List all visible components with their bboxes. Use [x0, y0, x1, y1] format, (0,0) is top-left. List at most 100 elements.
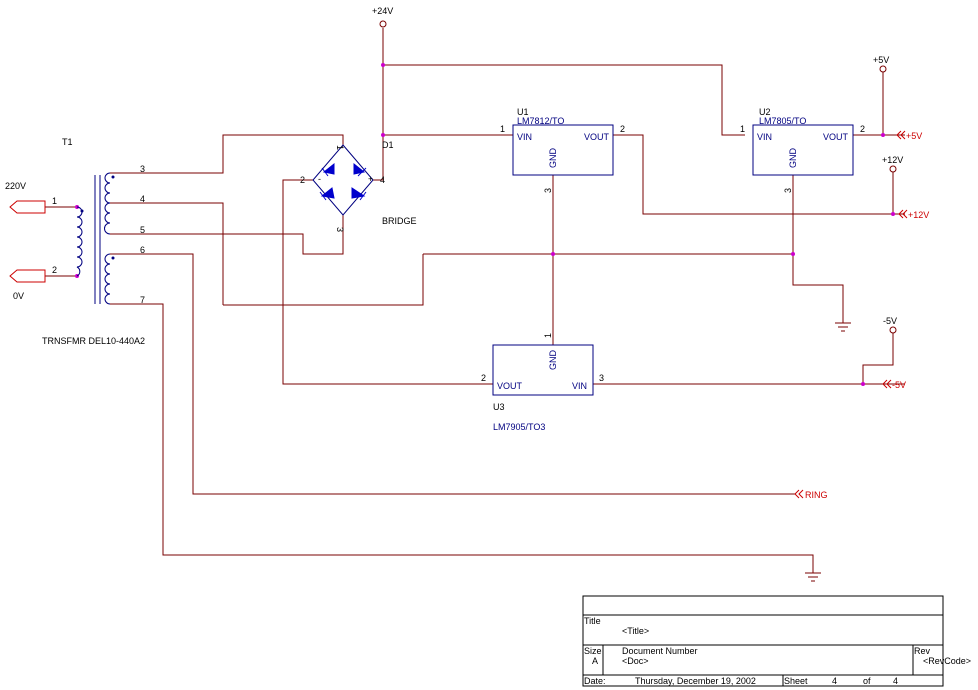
power-terminal-icon: [879, 65, 887, 73]
pin-number: 1: [335, 145, 345, 150]
junction-dot: [881, 133, 885, 137]
input-connectors: 220V 0V: [5, 181, 46, 301]
pin-number: 1: [740, 124, 745, 134]
bridge-minus: -: [318, 174, 321, 184]
pin-label-gnd: GND: [548, 148, 558, 169]
sheet-number: 4: [832, 676, 837, 686]
port-label: RING: [805, 490, 828, 500]
line-input-label: 220V: [5, 181, 26, 191]
pin-number: 7: [140, 295, 145, 305]
transformer-part: TRNSFMR DEL10-440A2: [42, 336, 145, 346]
diode-icon: [320, 187, 335, 199]
junction-dot: [381, 63, 385, 67]
diode-bar: [359, 191, 367, 201]
pin-label-vin: VIN: [572, 381, 587, 391]
pin-number: 2: [300, 175, 305, 185]
power-symbols: +24V +5V +12V -5V: [372, 6, 903, 334]
regulator-body: [492, 344, 594, 396]
sheet-total: 4: [893, 676, 898, 686]
rev-label: Rev: [914, 646, 931, 656]
pin-number: 2: [860, 124, 865, 134]
regulator-ref: U1: [517, 107, 529, 117]
pin-number: 3: [140, 164, 145, 174]
size-label: Size: [584, 646, 602, 656]
junction-dot: [891, 212, 895, 216]
junction-dot: [861, 382, 865, 386]
pin-label-gnd: GND: [788, 148, 798, 169]
regulator-part: LM7805/TO: [759, 116, 806, 126]
bridge-outline: [312, 144, 374, 216]
neutral-input-label: 0V: [13, 291, 24, 301]
diode-icon: [353, 162, 366, 175]
title-label: Title: [584, 616, 601, 626]
pin-number: 3: [599, 373, 604, 383]
power-terminal-icon: [889, 326, 897, 334]
diode-icon: [322, 162, 335, 175]
line-input-connector[interactable]: [9, 200, 46, 214]
title-value: <Title>: [622, 626, 649, 636]
regulator-part: LM7812/TO: [517, 116, 564, 126]
transformer-t1[interactable]: T1 TRNSFMR DEL10-440A2 1 2 3 4 5 6 7: [42, 137, 145, 346]
pin-number: 1: [52, 196, 57, 206]
junction-dot: [551, 252, 555, 256]
ground-icon: [835, 322, 851, 332]
ground-symbols: [805, 322, 851, 582]
power-label-24v: +24V: [372, 6, 393, 16]
regulator-u2[interactable]: U2 LM7805/TO VIN VOUT GND 1 2 3: [740, 107, 865, 193]
primary-coil: [76, 206, 83, 277]
secondary-coil-a: [104, 172, 111, 235]
power-label-5v: +5V: [873, 55, 889, 65]
bridge-ref: D1: [382, 140, 394, 150]
doc-value: <Doc>: [622, 656, 649, 666]
transformer-ref: T1: [62, 137, 73, 147]
pin-number: 2: [52, 265, 57, 275]
regulator-body: [752, 124, 854, 176]
size-value: A: [592, 656, 598, 666]
date-value: Thursday, December 19, 2002: [635, 676, 756, 686]
sheet-of-label: of: [863, 676, 871, 686]
pin-number: 2: [620, 124, 625, 134]
port-label: +5V: [906, 131, 922, 141]
junctions: [75, 63, 895, 386]
pin-number: 1: [500, 124, 505, 134]
sheet-label: Sheet: [784, 676, 808, 686]
power-label-n5v: -5V: [883, 316, 897, 326]
junction-dot: [791, 252, 795, 256]
pin-label-vout: VOUT: [497, 381, 523, 391]
regulator-u1[interactable]: U1 LM7812/TO VIN VOUT GND 1 2 3: [500, 107, 625, 193]
pin-label-gnd: GND: [548, 350, 558, 371]
rev-value: <RevCode>: [923, 656, 971, 666]
port-n5v[interactable]: -5V: [882, 379, 906, 390]
port-label: -5V: [892, 380, 906, 390]
title-block: Title <Title> Size A Document Number <Do…: [582, 595, 971, 687]
regulator-part: LM7905/TO3: [493, 422, 545, 432]
port-ring[interactable]: RING: [794, 489, 828, 500]
secondary-coil-b: [104, 253, 111, 305]
title-block-frame: [582, 595, 944, 687]
regulator-body: [512, 124, 614, 176]
power-terminal-icon: [379, 20, 387, 28]
pin-number: 3: [543, 188, 553, 193]
ground-icon: [805, 572, 821, 582]
phase-dot: [80, 209, 84, 213]
doc-label: Document Number: [622, 646, 698, 656]
phase-dot: [111, 256, 115, 260]
regulator-ref: U3: [493, 402, 505, 412]
regulator-u3[interactable]: U3 LM7905/TO3 VIN VOUT GND 3 2 1: [481, 333, 604, 432]
bridge-rectifier-d1[interactable]: D1 BRIDGE 1 2 3 4 + -: [300, 140, 417, 232]
pin-label-vin: VIN: [517, 132, 532, 142]
pin-number: 1: [543, 333, 553, 338]
diode-bar: [321, 167, 329, 177]
power-label-12v: +12V: [882, 155, 903, 165]
pin-number: 3: [783, 188, 793, 193]
pin-number: 5: [140, 225, 145, 235]
port-5v[interactable]: +5V: [896, 130, 922, 141]
pin-number: 4: [380, 175, 385, 185]
date-label: Date:: [584, 676, 606, 686]
neutral-input-connector[interactable]: [9, 269, 46, 283]
pin-label-vout: VOUT: [584, 132, 610, 142]
diode-bar: [319, 191, 327, 201]
port-12v[interactable]: +12V: [898, 209, 929, 220]
pin-number: 2: [481, 373, 486, 383]
